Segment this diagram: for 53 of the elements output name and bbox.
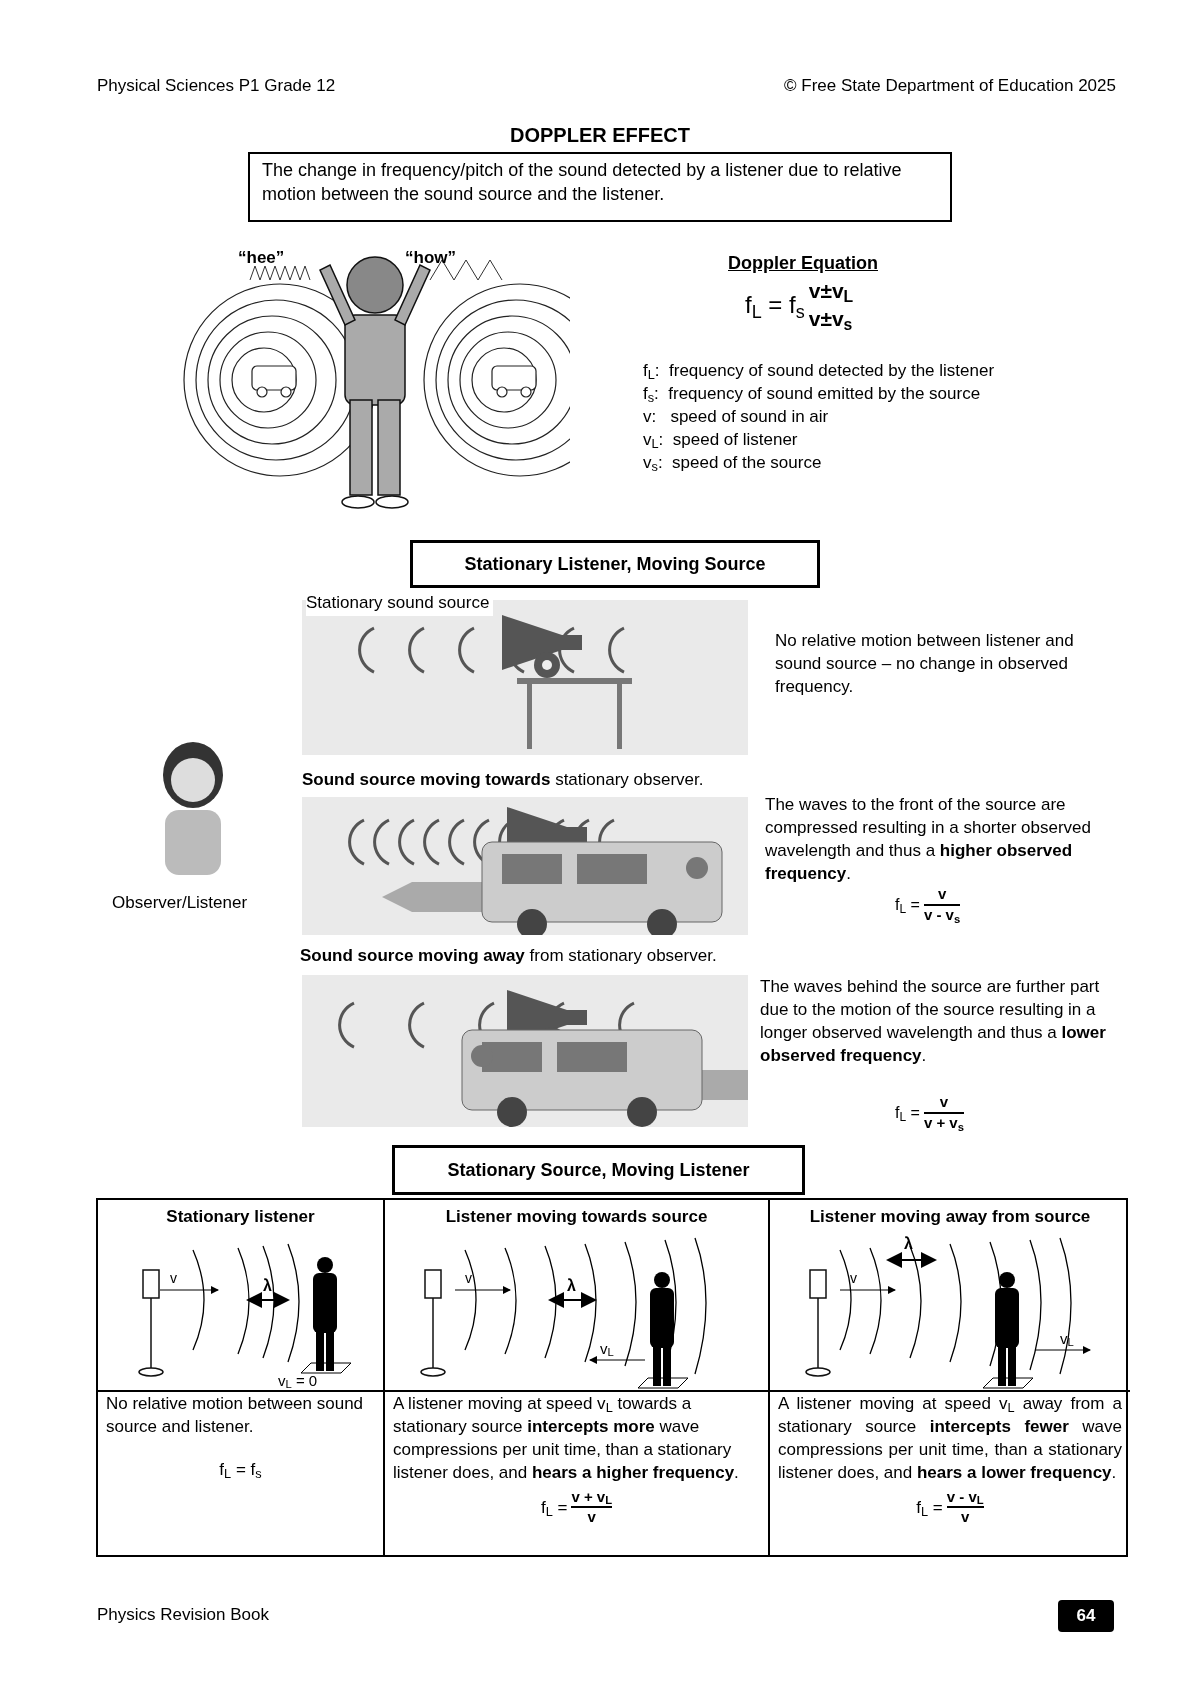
fraction-numerator: v [939,1093,949,1112]
velocity-symbol: v [850,1268,857,1288]
velocity-symbol: v [170,1268,177,1288]
symbol-definition: v$_{L}$: speed of listener [643,429,798,453]
fraction-denominator: v [587,1508,596,1527]
figure-caption: Observer/Listener [112,892,248,914]
image-caption: Sound source moving towards stationary observer. [302,769,704,791]
equation-denominator: v±v$_{s}$ [808,306,854,333]
fraction-numerator: v + v$_{L}$ [571,1487,613,1507]
column-heading: Stationary listener [165,1206,316,1228]
description-text: A listener moving at speed v$_{L}$ away from a stationary source intercepts fewer wave compressions per unit time, than a stationary listener does, and hears a lower frequency. [778,1392,1122,1484]
fraction-numerator: v - v$_{L}$ [946,1487,984,1507]
velocity-symbol: v [465,1268,472,1288]
description-text: A listener moving at speed v$_{L}$ towards a stationary source intercepts more wave compressions per unit time, than a stationary listener does, and hears a higher frequency. [393,1392,740,1484]
fraction-denominator: v + v$_{s}$ [923,1113,964,1133]
velocity-symbol: v$_{L}$ [1060,1328,1074,1350]
explanation-text: The waves to the front of the source are compressed resulting in a shorter observed wavelength and thus a higher observed frequency. [765,794,1092,885]
symbol-definition: f$_{L}$: frequency of sound detected by the listener [643,360,995,384]
sound-label: “how” [405,247,456,269]
text-box: The change in frequency/pitch of the sound detected by a listener due to relative motion between the sound source and the listener. [248,152,952,222]
text-box: Stationary Source, Moving Listener [392,1145,805,1195]
column-heading: Listener moving away from source [808,1206,1092,1228]
formula-text: f$_{L}$ = f$_{s}$ [218,1458,263,1481]
fraction-denominator: v - v$_{s}$ [923,905,961,925]
velocity-symbol: v$_{L}$ = 0 [278,1370,318,1392]
sound-label: “hee” [238,247,285,269]
symbol-definition: v: speed of sound in air [643,406,829,428]
equation-heading: Doppler Equation [728,252,878,275]
explanation-text: The waves behind the source are further part due to the motion of the source resulting in a longer observed wavelength and thus a lower observed frequency. [760,976,1107,1067]
page-number: 64 [1058,1600,1114,1632]
velocity-symbol: v$_{L}$ [600,1338,614,1360]
formula-text: f$_{L}$ = [916,1496,943,1519]
formula-text: f$_{L}$ = [895,894,920,917]
footer-text: Physics Revision Book [97,1604,269,1626]
formula-text: f$_{L}$ = [895,1102,920,1125]
column-heading: Listener moving towards source [444,1206,709,1228]
equation-numerator: v±v$_{L}$ [808,278,854,305]
wavelength-symbol: λ [567,1275,576,1296]
text-box: Stationary Listener, Moving Source [410,540,820,588]
fraction-denominator: v [961,1508,970,1527]
page-title: DOPPLER EFFECT [509,123,691,148]
wavelength-symbol: λ [904,1233,913,1254]
formula-text: f$_{L}$ = [540,1496,568,1519]
header-text: © Free State Department of Education 2025 [784,75,1116,97]
fraction-numerator: v [937,885,947,904]
header-text: Physical Sciences P1 Grade 12 [97,75,336,97]
wavelength-symbol: λ [263,1275,272,1296]
explanation-text: No relative motion between listener and sound source – no change in observed frequency. [775,630,1075,698]
description-text: No relative motion between sound source and listener. [106,1392,365,1438]
symbol-definition: v$_{s}$: speed of the source [643,452,822,476]
image-caption: Sound source moving away from stationary observer. [300,945,717,967]
symbol-definition: f$_{s}$: frequency of sound emitted by the source [643,383,981,407]
equation-text: f$_{L}$ = f$_{s}$ [745,290,805,323]
